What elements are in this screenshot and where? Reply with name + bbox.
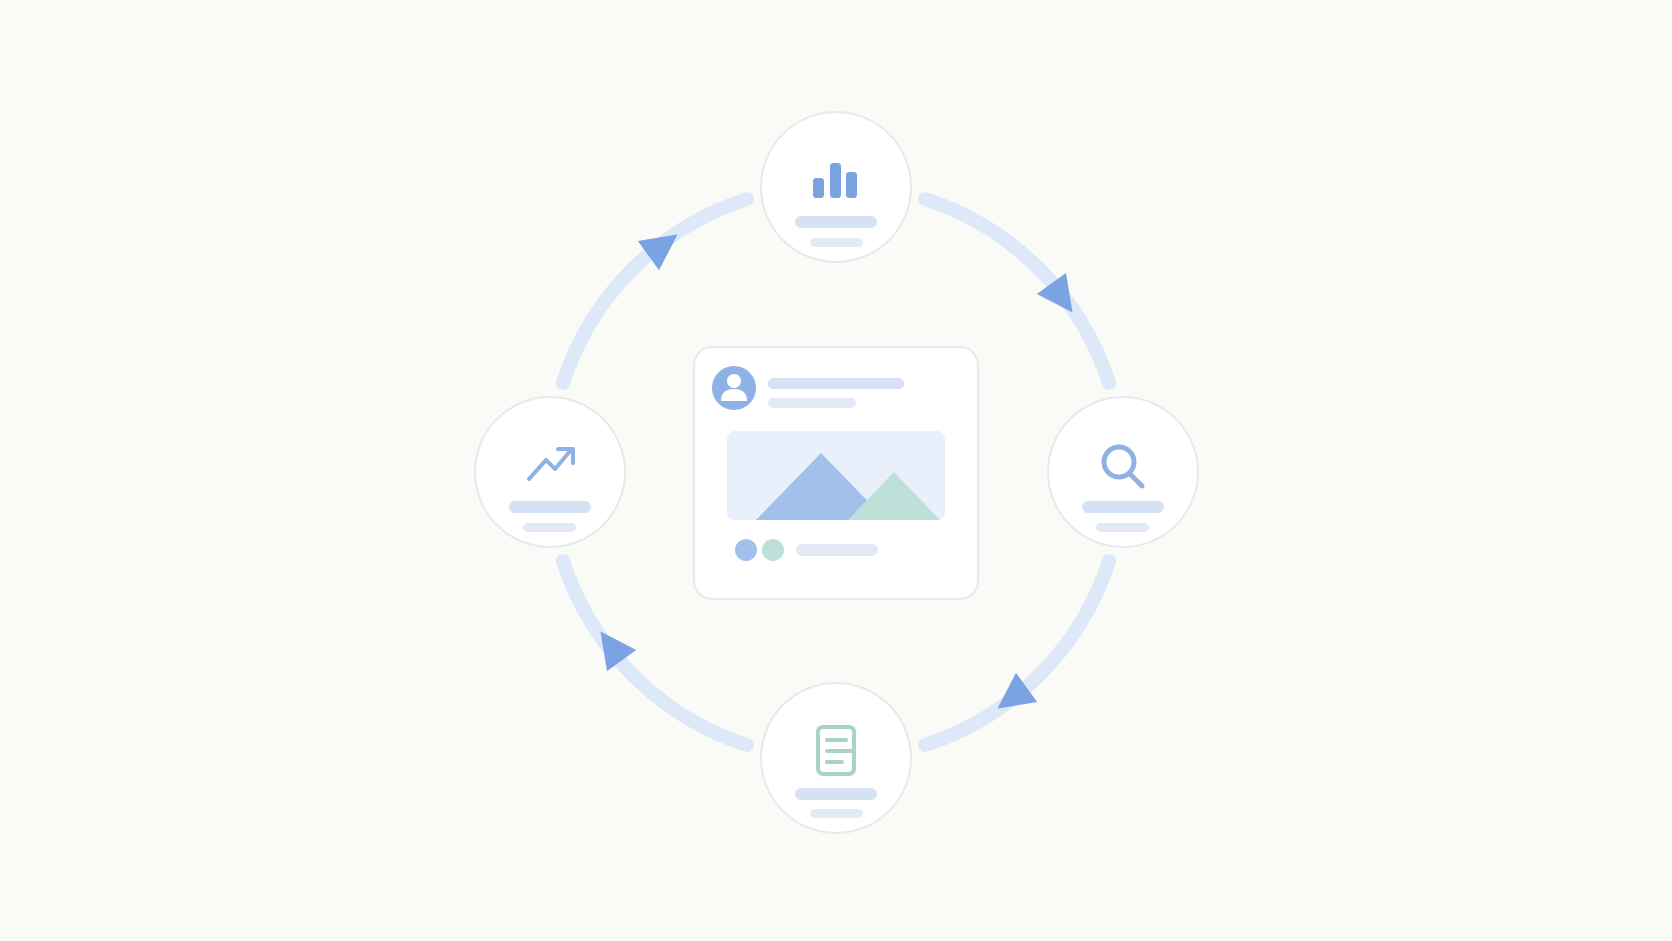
- mountain-small: [848, 472, 940, 520]
- image-placeholder: [727, 431, 945, 520]
- node-label-line: [1082, 501, 1164, 513]
- node-label-line: [509, 501, 591, 513]
- arrow-right-bottom: [997, 672, 1038, 709]
- document-icon: [816, 725, 856, 776]
- caption-line: [796, 544, 878, 556]
- node-sublabel-line: [810, 809, 863, 818]
- node-label-line: [795, 788, 877, 800]
- node-sublabel-line: [523, 523, 576, 532]
- node-bottom: [760, 682, 912, 834]
- arrow-top-right: [1036, 272, 1073, 313]
- search-icon: [1101, 444, 1145, 489]
- indicator-dot-green: [762, 539, 784, 561]
- node-top: [760, 111, 912, 263]
- node-sublabel-line: [810, 238, 863, 247]
- cycle-ring: [556, 192, 1116, 752]
- arrow-bottom-left: [600, 631, 637, 672]
- arrow-left-top: [637, 234, 678, 271]
- ring-arc-right-bottom: [918, 554, 1116, 752]
- center-card: [693, 346, 979, 600]
- subtitle-line: [768, 398, 856, 408]
- title-line: [768, 378, 904, 389]
- node-right: [1047, 396, 1199, 548]
- avatar-head: [727, 374, 741, 388]
- mountain-large: [756, 453, 886, 520]
- ring-arc-left-top: [556, 192, 754, 390]
- bar-chart-icon: [813, 163, 857, 198]
- trend-up-icon: [527, 447, 575, 481]
- ring-arc-top-right: [918, 192, 1116, 390]
- avatar: [712, 366, 756, 410]
- indicator-dot-blue: [735, 539, 757, 561]
- ring-arc-bottom-left: [556, 554, 754, 752]
- avatar-body: [721, 389, 747, 401]
- node-label-line: [795, 216, 877, 228]
- node-left: [474, 396, 626, 548]
- node-sublabel-line: [1096, 523, 1149, 532]
- flow-arrows: [600, 234, 1073, 709]
